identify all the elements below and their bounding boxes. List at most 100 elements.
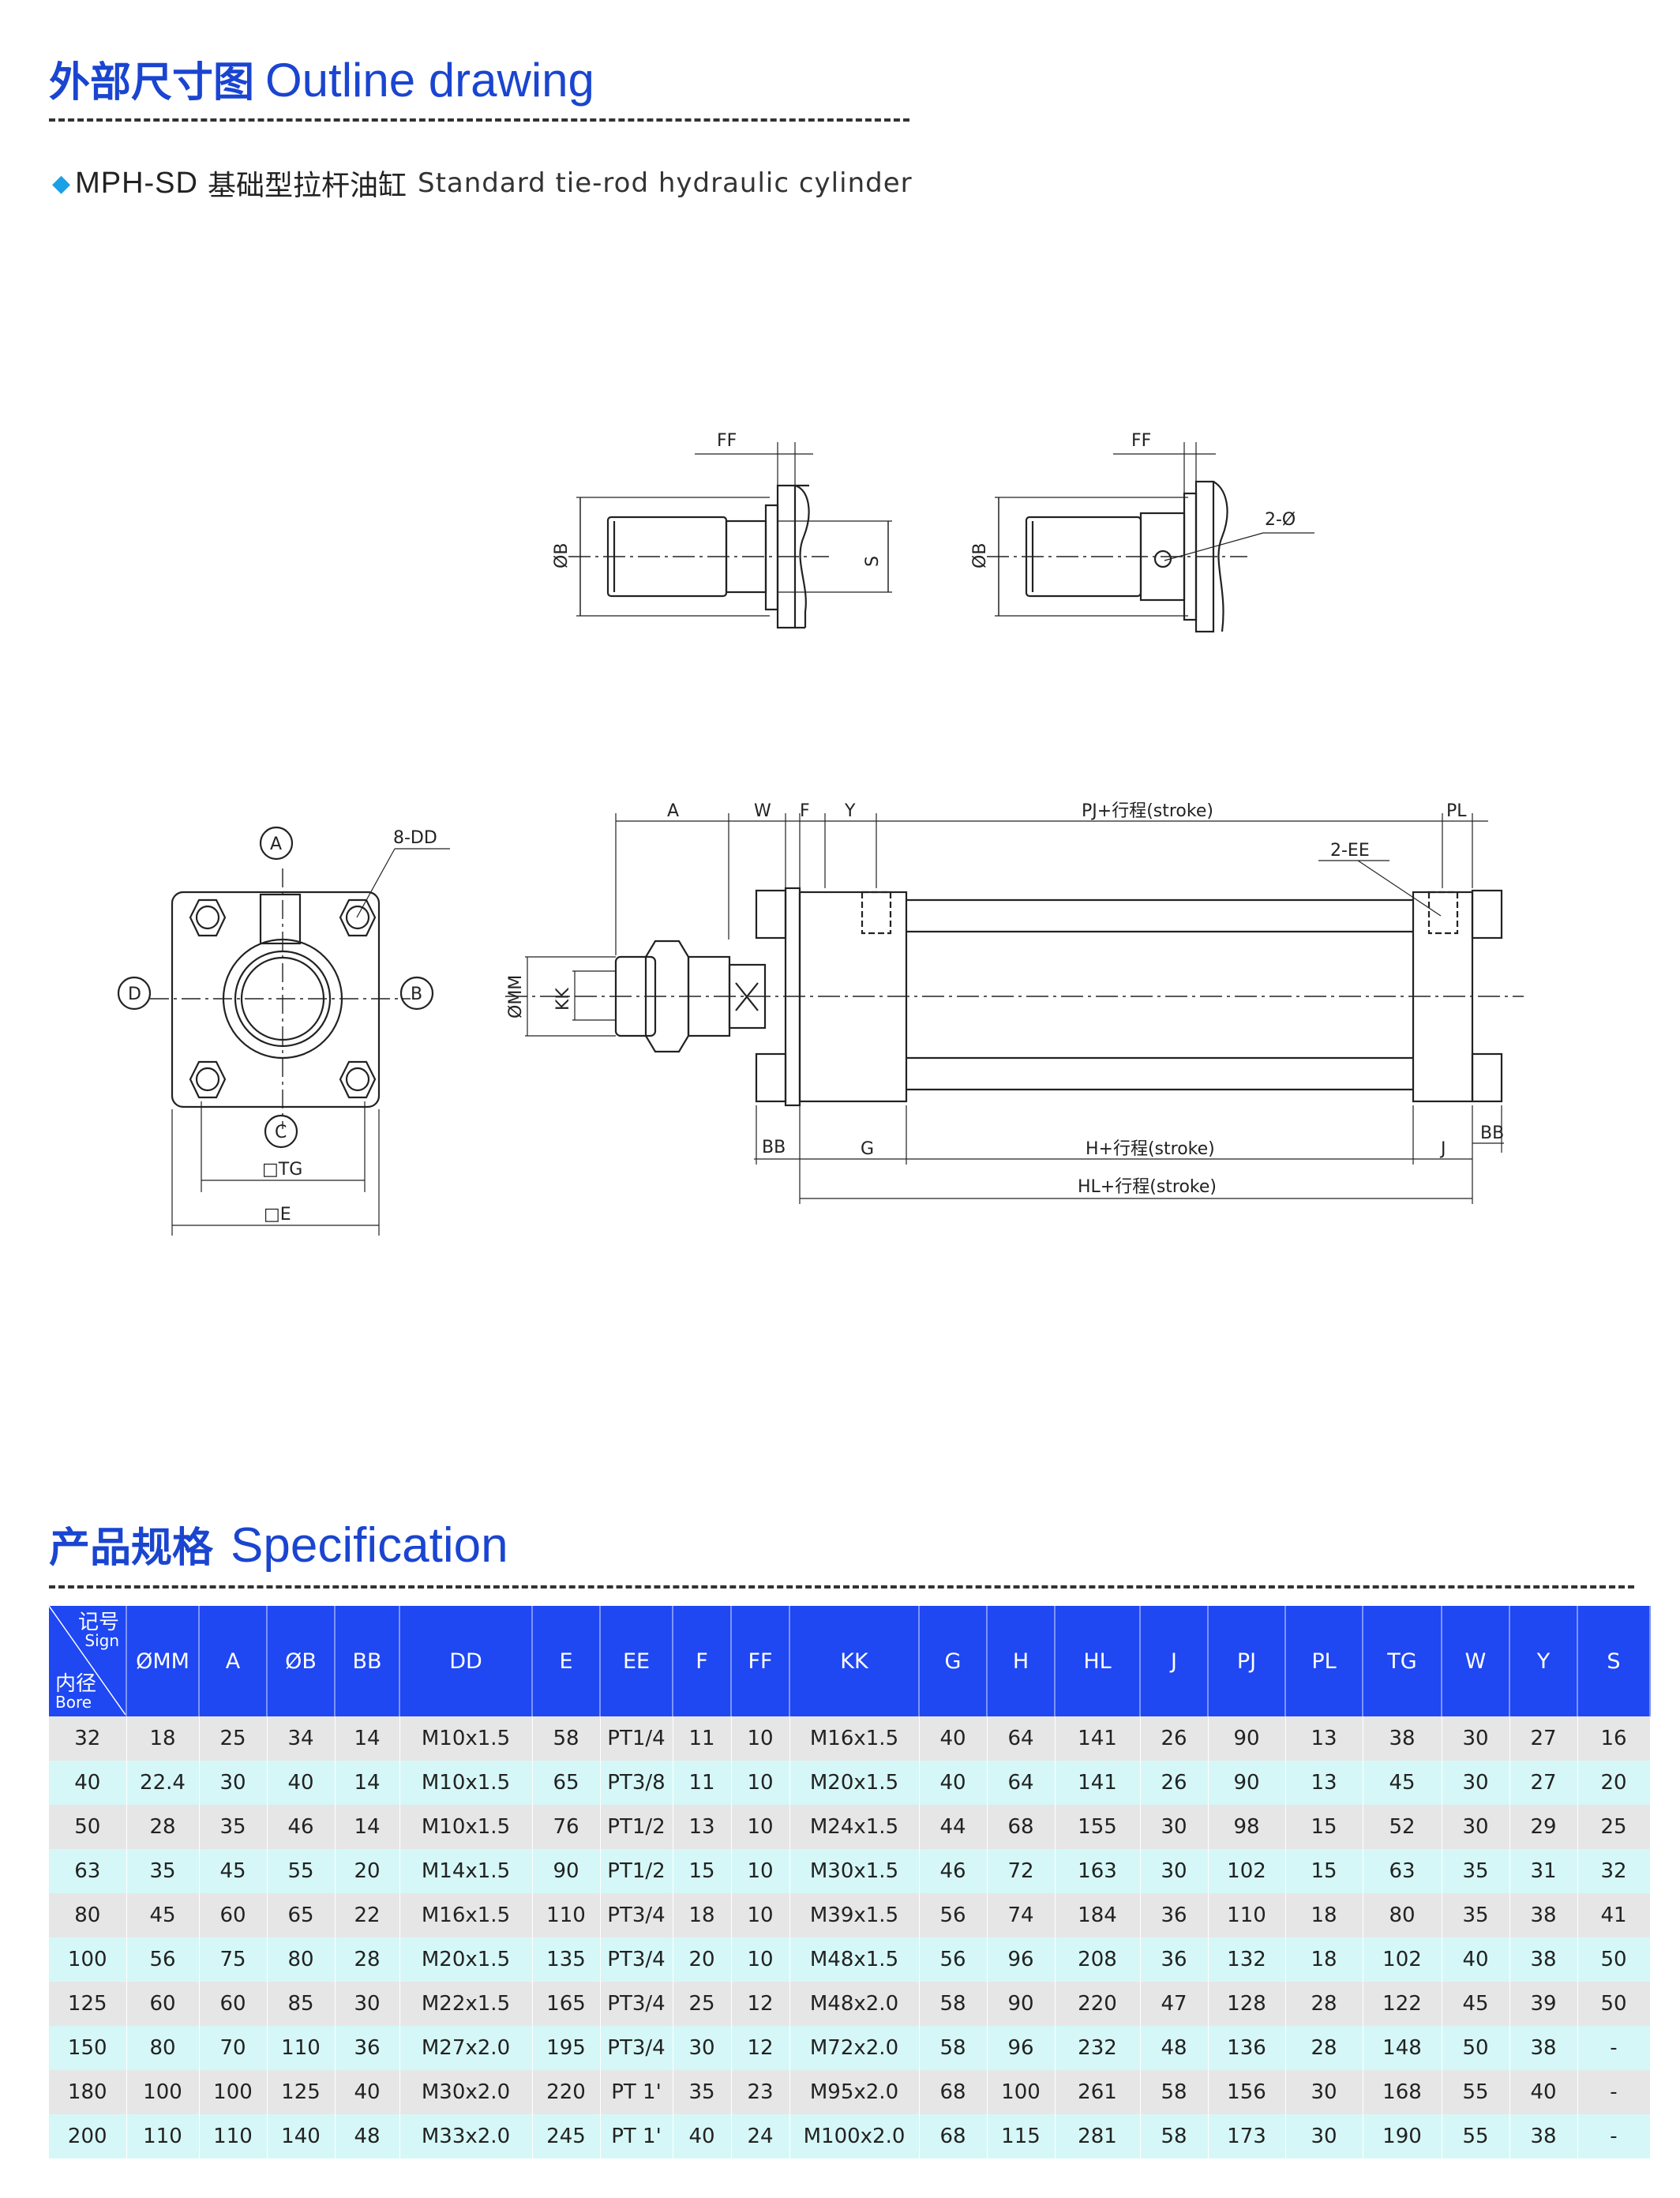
table-cell: 220 xyxy=(1055,1982,1141,2026)
table-cell: PT3/4 xyxy=(600,1893,673,1937)
table-cell: 90 xyxy=(1208,1716,1286,1761)
table-cell: 40 xyxy=(1509,2070,1578,2114)
bore-cell: 150 xyxy=(49,2026,127,2070)
column-header: EE xyxy=(600,1606,673,1716)
column-header: W xyxy=(1442,1606,1510,1716)
table-cell: 58 xyxy=(919,2026,988,2070)
rod-end-detail-1 xyxy=(568,442,892,629)
hl-label: HL+行程(stroke) xyxy=(1078,1177,1217,1197)
table-cell: 40 xyxy=(919,1761,988,1805)
table-cell: 45 xyxy=(199,1849,268,1893)
table-cell: 48 xyxy=(1140,2026,1209,2070)
table-cell: 96 xyxy=(987,1937,1056,1982)
circle-d-label: D xyxy=(128,985,141,1004)
table-cell: 10 xyxy=(731,1937,790,1982)
column-header: J xyxy=(1140,1606,1209,1716)
table-cell: 74 xyxy=(987,1893,1056,1937)
table-cell: 31 xyxy=(1509,1849,1578,1893)
dd-label: 8-DD xyxy=(393,828,437,848)
table-cell: 245 xyxy=(532,2114,601,2159)
table-cell: 18 xyxy=(673,1893,732,1937)
column-header: F xyxy=(673,1606,732,1716)
column-header: G xyxy=(919,1606,988,1716)
column-header: FF xyxy=(731,1606,790,1716)
bb-label-1: BB xyxy=(762,1138,786,1157)
table-cell: 30 xyxy=(1442,1805,1510,1849)
table-cell: 40 xyxy=(1442,1937,1510,1982)
table-cell: 35 xyxy=(1442,1893,1510,1937)
table-cell: 173 xyxy=(1208,2114,1286,2159)
table-cell: 110 xyxy=(126,2114,200,2159)
table-cell: 64 xyxy=(987,1716,1056,1761)
table-cell: M24x1.5 xyxy=(789,1805,920,1849)
table-cell: 30 xyxy=(199,1761,268,1805)
table-cell: 27 xyxy=(1509,1716,1578,1761)
table-cell: 40 xyxy=(673,2114,732,2159)
table-cell: 41 xyxy=(1577,1893,1651,1937)
column-header: Y xyxy=(1509,1606,1578,1716)
table-cell: 18 xyxy=(1285,1893,1363,1937)
column-header: ØB xyxy=(267,1606,336,1716)
dim-y-label: Y xyxy=(844,801,856,821)
table-cell: 148 xyxy=(1363,2026,1442,2070)
table-cell: 14 xyxy=(335,1761,400,1805)
j-label: J xyxy=(1439,1139,1446,1159)
table-cell: 30 xyxy=(1285,2114,1363,2159)
table-cell: 28 xyxy=(126,1805,200,1849)
table-cell: 40 xyxy=(267,1761,336,1805)
table-cell: 55 xyxy=(1442,2070,1510,2114)
dim-a-label: A xyxy=(667,801,679,821)
table-cell: 110 xyxy=(267,2026,336,2070)
table-cell: 20 xyxy=(673,1937,732,1982)
table-cell: 30 xyxy=(1442,1716,1510,1761)
table-cell: 132 xyxy=(1208,1937,1286,1982)
outline-title-en: Outline drawing xyxy=(265,54,594,107)
bore-cell: 63 xyxy=(49,1849,127,1893)
table-cell: M30x1.5 xyxy=(789,1849,920,1893)
table-cell: 35 xyxy=(126,1849,200,1893)
table-cell: 110 xyxy=(532,1893,601,1937)
table-cell: 96 xyxy=(987,2026,1056,2070)
table-cell: 100 xyxy=(199,2070,268,2114)
table-cell: 22.4 xyxy=(126,1761,200,1805)
table-cell: 27 xyxy=(1509,1761,1578,1805)
column-header: A xyxy=(199,1606,268,1716)
table-cell: 16 xyxy=(1577,1716,1651,1761)
table-cell: 128 xyxy=(1208,1982,1286,2026)
table-cell: 28 xyxy=(1285,2026,1363,2070)
diamond-bullet-icon: ◆ xyxy=(52,169,71,197)
table-cell: M14x1.5 xyxy=(399,1849,533,1893)
table-cell: 39 xyxy=(1509,1982,1578,2026)
table-cell: 80 xyxy=(1363,1893,1442,1937)
table-cell: 29 xyxy=(1509,1805,1578,1849)
table-cell: 68 xyxy=(919,2114,988,2159)
table-cell: 12 xyxy=(731,1982,790,2026)
table-cell: 34 xyxy=(267,1716,336,1761)
table-cell: 281 xyxy=(1055,2114,1141,2159)
spec-title-zh: 产品规格 xyxy=(49,1525,214,1572)
table-cell: - xyxy=(1577,2070,1651,2114)
table-cell: 60 xyxy=(126,1982,200,2026)
table-cell: 48 xyxy=(335,2114,400,2159)
table-cell: M48x1.5 xyxy=(789,1937,920,1982)
table-cell: 60 xyxy=(199,1982,268,2026)
table-cell: M95x2.0 xyxy=(789,2070,920,2114)
table-cell: 68 xyxy=(919,2070,988,2114)
table-cell: 122 xyxy=(1363,1982,1442,2026)
table-cell: - xyxy=(1577,2114,1651,2159)
column-header: KK xyxy=(789,1606,920,1716)
table-cell: 135 xyxy=(532,1937,601,1982)
corner-bore-zh: 内径 xyxy=(55,1672,97,1696)
h-label: H+行程(stroke) xyxy=(1086,1139,1215,1159)
table-cell: 10 xyxy=(731,1805,790,1849)
table-cell: 110 xyxy=(1208,1893,1286,1937)
table-cell: PT3/4 xyxy=(600,1982,673,2026)
product-subtitle: ◆ MPH-SD 基础型拉杆油缸 Standard tie-rod hydrau… xyxy=(52,163,913,204)
ff-label-2: FF xyxy=(1131,431,1151,451)
table-cell: 75 xyxy=(199,1937,268,1982)
table-cell: 90 xyxy=(1208,1761,1286,1805)
table-cell: M16x1.5 xyxy=(789,1716,920,1761)
